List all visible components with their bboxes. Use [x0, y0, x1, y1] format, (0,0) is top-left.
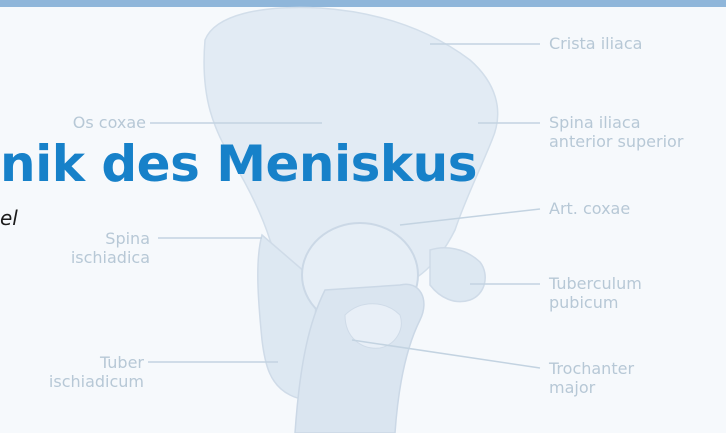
label-os-coxae: Os coxae: [44, 112, 146, 133]
label-spina-iliaca-line2: anterior superior: [549, 131, 683, 152]
label-spina-iliaca-line1: Spina iliaca: [549, 112, 641, 133]
pubic-process: [430, 248, 485, 302]
label-crista-iliaca: Crista iliaca: [549, 33, 642, 54]
label-trochanter-major-line2: major: [549, 377, 595, 398]
label-art-coxae: Art. coxae: [549, 198, 630, 219]
label-spina-ischiadica-line2: ischiadica: [40, 247, 150, 268]
label-tuberculum-pubicum-line2: pubicum: [549, 292, 618, 313]
label-spina-ischiadica-line1: Spina: [40, 228, 150, 249]
subtitle-fragment: el: [0, 205, 18, 231]
page-title: nik des Meniskus: [0, 134, 477, 194]
label-trochanter-major-line1: Trochanter: [549, 358, 634, 379]
label-tuberculum-pubicum-line1: Tuberculum: [549, 273, 642, 294]
label-tuber-ischiadicum-line2: ischiadicum: [30, 371, 144, 392]
label-tuber-ischiadicum-line1: Tuber: [30, 352, 144, 373]
